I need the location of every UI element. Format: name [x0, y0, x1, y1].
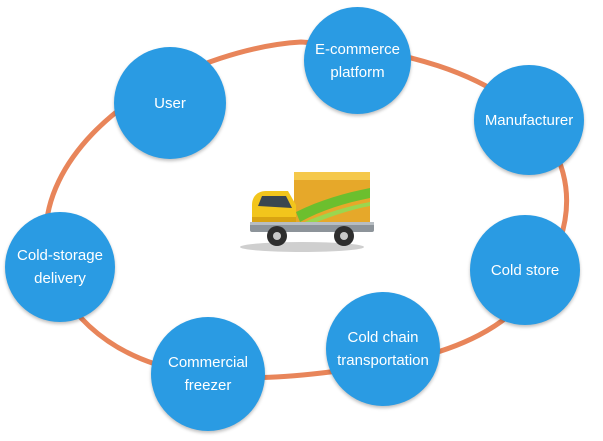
- node-cold-chain-transportation: Cold chain transportation: [326, 292, 440, 406]
- node-label: User: [154, 94, 186, 112]
- node-manufacturer: Manufacturer: [474, 65, 584, 175]
- node-label: E-commerce platform: [314, 40, 400, 81]
- node-ecommerce-platform: E-commerce platform: [304, 7, 411, 114]
- node-label: Manufacturer: [484, 111, 574, 129]
- node-commercial-freezer: Commercial freezer: [151, 317, 265, 431]
- node-user: User: [114, 47, 226, 159]
- node-label: Commercial freezer: [167, 354, 248, 394]
- node-cold-store: Cold store: [470, 215, 580, 325]
- truck-icon: [240, 172, 374, 252]
- node-cold-storage-delivery: Cold-storage delivery: [5, 212, 115, 322]
- node-label: Cold chain transportation: [337, 329, 429, 369]
- node-label: Cold store: [490, 261, 560, 279]
- node-label: Cold-storage delivery: [17, 247, 103, 287]
